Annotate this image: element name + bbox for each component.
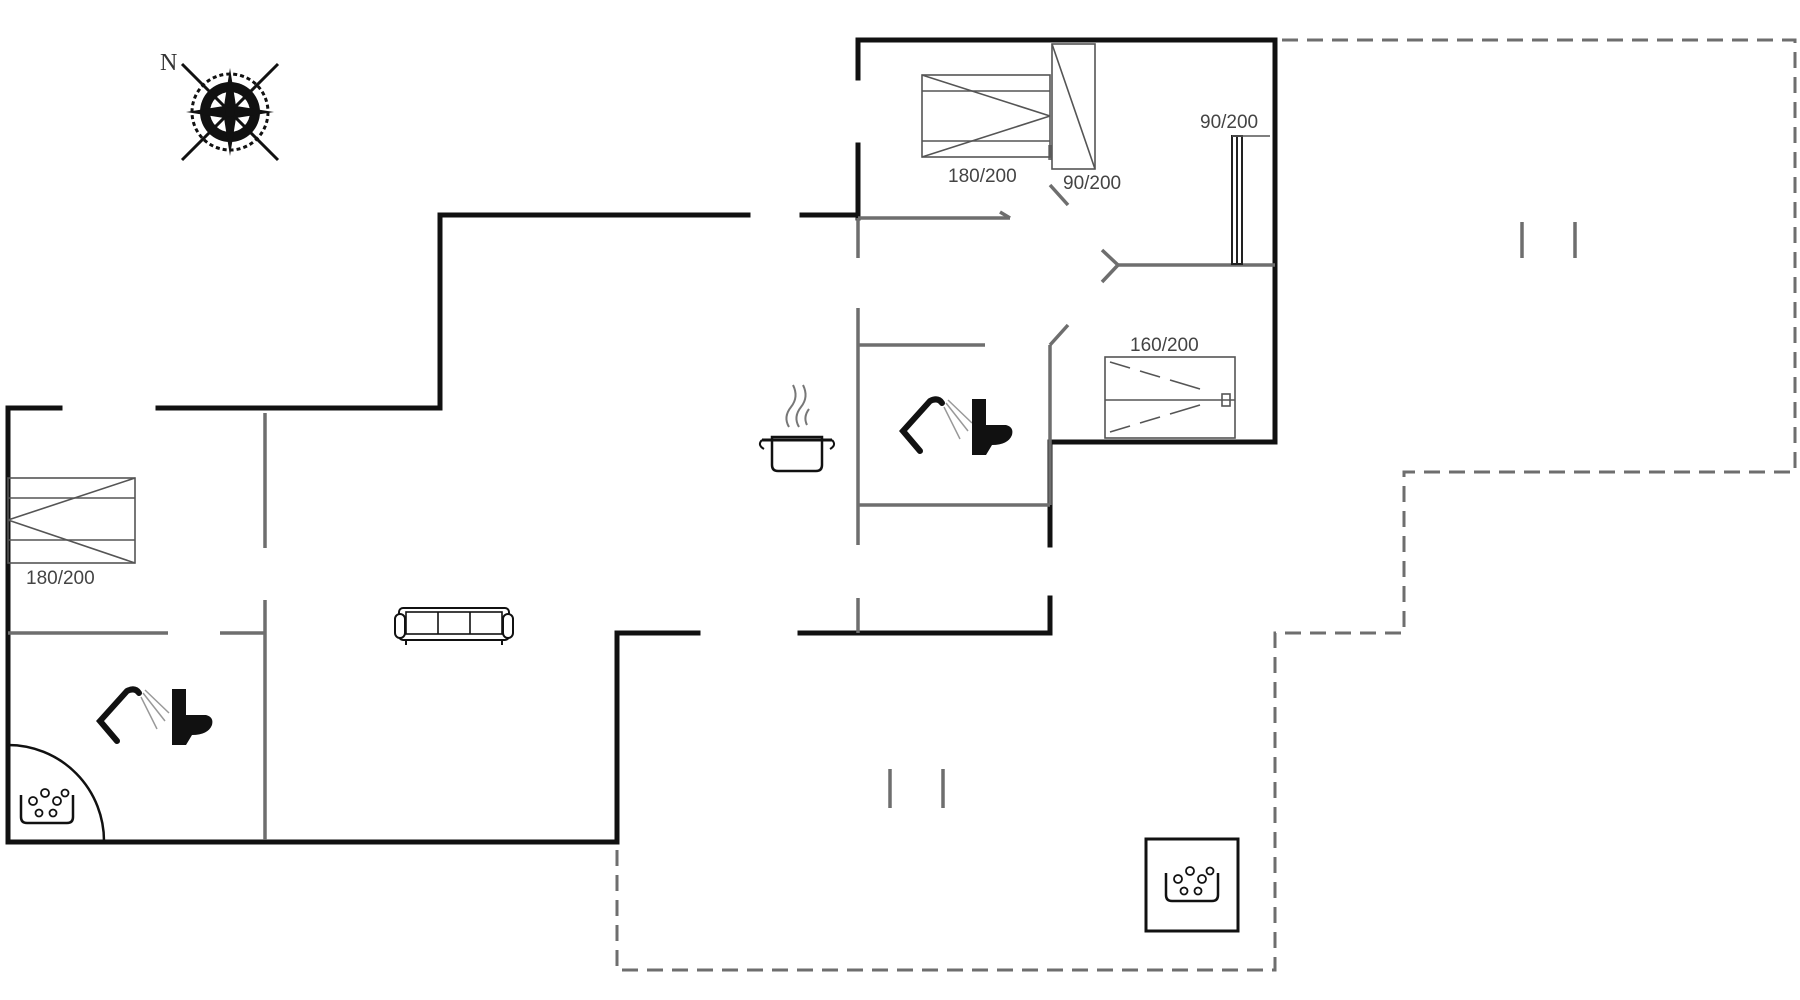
shower-icon [96, 686, 170, 744]
bed-left-double [7, 477, 136, 564]
bed-size-label: 180/200 [26, 568, 95, 589]
north-label: N [160, 50, 177, 76]
bed-size-label: 160/200 [1130, 335, 1199, 356]
compass-rose-icon [180, 62, 280, 162]
cooking-pot-icon [758, 384, 836, 473]
toilet-icon [172, 689, 213, 745]
spa-bath-icon [1144, 837, 1240, 933]
bed-size-label: 90/200 [1200, 112, 1258, 133]
bed-size-label: 90/200 [1063, 173, 1121, 194]
bed-size-label: 180/200 [948, 166, 1017, 187]
shower-icon [899, 396, 973, 454]
sofa-icon [394, 607, 514, 645]
interior-walls [8, 135, 1275, 840]
bed-upper-single-a [1051, 43, 1096, 170]
spa-bath-icon [19, 788, 75, 825]
terrace-outlines [615, 38, 1797, 972]
bed-upper-double [921, 74, 1051, 158]
bed-middle-double [1104, 356, 1236, 439]
toilet-icon [972, 399, 1013, 455]
exterior-walls [5, 37, 1278, 845]
